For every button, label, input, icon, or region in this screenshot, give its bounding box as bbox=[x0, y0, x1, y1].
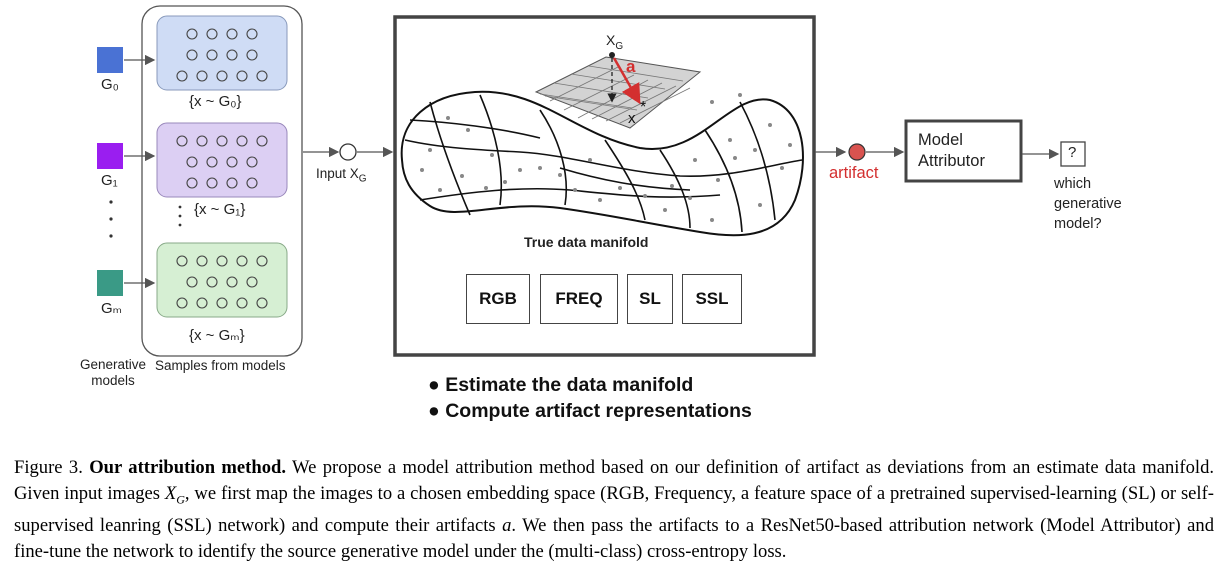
sample-circle bbox=[226, 49, 238, 61]
artifact-symbol: a bbox=[626, 57, 636, 76]
label-gm: Gₘ bbox=[101, 300, 123, 317]
attribution-diagram: * x G₀ G₁ Gₘ Generative models {x ~ G₀} … bbox=[80, 5, 1122, 424]
artifact-label: artifact bbox=[829, 164, 879, 182]
samples-label-g1: {x ~ G₁} bbox=[194, 201, 246, 218]
sample-circle bbox=[186, 49, 198, 61]
samples-box-g1 bbox=[156, 122, 288, 198]
input-node bbox=[339, 143, 357, 161]
sample-circle bbox=[236, 135, 248, 147]
sample-circle bbox=[176, 297, 188, 309]
sample-circle bbox=[206, 28, 218, 40]
sample-circle bbox=[216, 135, 228, 147]
manifold-xg-label: XG bbox=[606, 32, 624, 52]
sample-circle bbox=[196, 297, 208, 309]
samples-label-gm: {x ~ Gₘ} bbox=[189, 327, 245, 344]
generative-models-caption: Generative models bbox=[80, 357, 147, 388]
bullet-item-1: ● Estimate the data manifold bbox=[428, 374, 694, 396]
method-ssl: SSL bbox=[682, 274, 742, 324]
method-sl: SL bbox=[627, 274, 673, 324]
sample-circle bbox=[216, 297, 228, 309]
samples-box-g0 bbox=[156, 15, 288, 91]
sample-circle bbox=[206, 177, 218, 189]
sample-circle bbox=[176, 255, 188, 267]
sample-circle bbox=[186, 177, 198, 189]
method-freq: FREQ bbox=[540, 274, 618, 324]
sample-circle bbox=[226, 28, 238, 40]
diagram-svg: * x bbox=[97, 5, 1086, 357]
output-question: ? bbox=[1068, 144, 1077, 161]
generator-gm-square bbox=[97, 270, 123, 296]
sample-circle bbox=[206, 156, 218, 168]
artifact-node bbox=[848, 143, 866, 161]
sample-circle bbox=[216, 255, 228, 267]
sample-circle bbox=[256, 297, 268, 309]
sample-circle bbox=[216, 70, 228, 82]
sample-circle bbox=[196, 135, 208, 147]
samples-label-g0: {x ~ G₀} bbox=[189, 93, 242, 110]
sample-circle bbox=[246, 49, 258, 61]
artifact-vector bbox=[612, 57, 641, 105]
samples-box-gm bbox=[156, 242, 288, 318]
manifold-x-cross: x bbox=[628, 110, 636, 127]
manifold-surface bbox=[400, 90, 804, 237]
sample-circle bbox=[226, 276, 238, 288]
bullet-item-2: ● Compute artifact representations bbox=[428, 400, 752, 422]
sample-circle bbox=[236, 297, 248, 309]
output-box bbox=[1060, 141, 1086, 167]
label-g0: G₀ bbox=[101, 76, 119, 93]
sample-circle bbox=[236, 255, 248, 267]
label-g1: G₁ bbox=[101, 172, 118, 189]
sample-circles bbox=[176, 28, 268, 309]
sample-circle bbox=[246, 276, 258, 288]
sample-circle bbox=[246, 156, 258, 168]
samples-container bbox=[141, 5, 303, 357]
sample-circle bbox=[256, 135, 268, 147]
sample-circle bbox=[176, 135, 188, 147]
sample-circle bbox=[206, 49, 218, 61]
sample-circle bbox=[196, 70, 208, 82]
sample-circle bbox=[186, 156, 198, 168]
method-rgb: RGB bbox=[466, 274, 530, 324]
vertical-ellipsis-samples bbox=[178, 205, 182, 227]
sample-circle bbox=[246, 28, 258, 40]
input-label: Input XG bbox=[316, 166, 367, 185]
sample-circle bbox=[226, 177, 238, 189]
generator-g0-square bbox=[97, 47, 123, 73]
sample-circle bbox=[186, 28, 198, 40]
sample-circle bbox=[196, 255, 208, 267]
vertical-ellipsis-left bbox=[109, 200, 113, 238]
xg-point bbox=[609, 52, 615, 58]
sample-circle bbox=[256, 255, 268, 267]
sample-circle bbox=[236, 70, 248, 82]
sample-circle bbox=[206, 276, 218, 288]
sample-circle bbox=[256, 70, 268, 82]
bullet-list: ● Estimate the data manifold ● Compute a… bbox=[428, 372, 752, 424]
sample-circle bbox=[246, 177, 258, 189]
generator-g1-square bbox=[97, 143, 123, 169]
manifold-x-star: * bbox=[640, 99, 646, 116]
sample-circle bbox=[226, 156, 238, 168]
manifold-title: True data manifold bbox=[524, 234, 649, 250]
sample-circle bbox=[186, 276, 198, 288]
manifold-points bbox=[420, 93, 792, 222]
sample-circle bbox=[176, 70, 188, 82]
figure-caption: Figure 3. Our attribution method. We pro… bbox=[14, 457, 1215, 563]
model-attributor-box bbox=[904, 119, 1023, 183]
samples-caption: Samples from models bbox=[155, 358, 286, 373]
